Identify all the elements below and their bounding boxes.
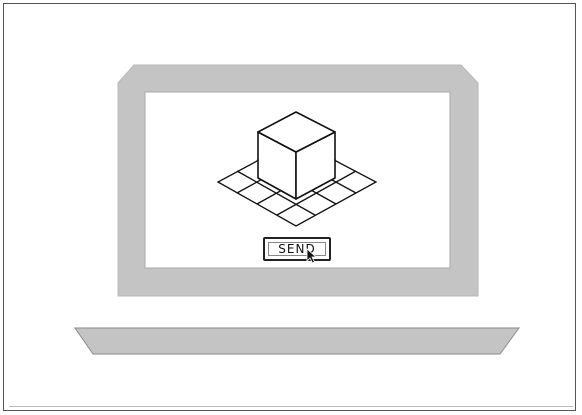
laptop-base bbox=[75, 328, 519, 354]
send-button[interactable]: SEND bbox=[263, 237, 331, 261]
mouse-pointer-icon bbox=[306, 248, 318, 264]
bottom-divider bbox=[9, 406, 573, 411]
